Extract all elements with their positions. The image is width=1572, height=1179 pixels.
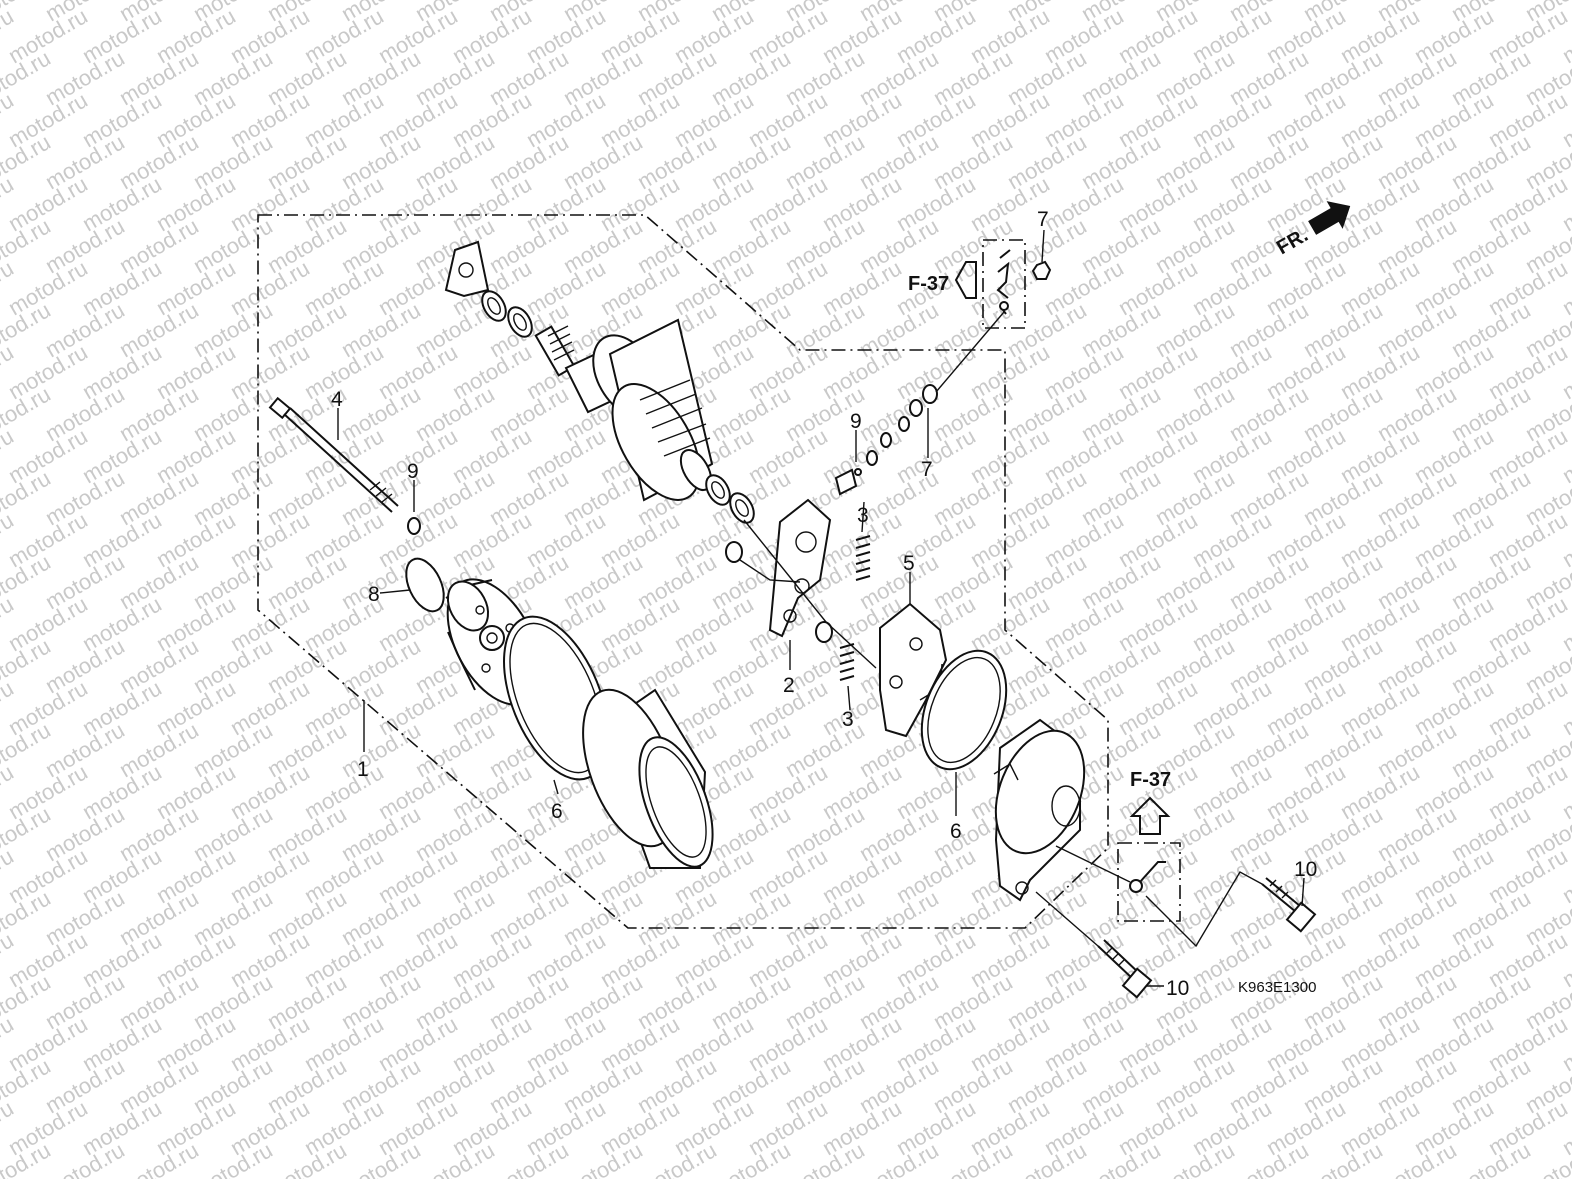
o-ring-part-6-right <box>920 649 1008 771</box>
long-bolt-part-4 <box>268 396 399 513</box>
washer-part-9-left <box>407 517 421 535</box>
callout-4: 4 <box>331 388 343 411</box>
lock-plate-and-washers <box>444 240 755 524</box>
assembly-group-outline <box>257 214 1109 929</box>
o-ring-part-8 <box>405 557 445 613</box>
bolt-part-10-right <box>1261 877 1317 933</box>
callout-10-right: 10 <box>1294 858 1317 881</box>
callout-3-upper: 3 <box>857 504 869 527</box>
nut-part-7-top <box>1031 260 1052 280</box>
brush-spring-part-3-lower <box>839 643 855 681</box>
reference-arrow-top: F-37 <box>908 261 977 299</box>
callout-leaders <box>337 229 1305 987</box>
callout-7-center: 7 <box>921 458 933 481</box>
terminal-connector <box>1055 842 1263 948</box>
brush <box>834 468 858 496</box>
brush-spring-part-3-upper <box>855 535 871 581</box>
callout-9-left: 9 <box>407 460 419 483</box>
callout-6-right: 6 <box>950 820 962 843</box>
bolt-part-10-bottom <box>1035 891 1153 999</box>
brush-terminal-part-2 <box>725 498 833 643</box>
rear-cover <box>993 718 1086 902</box>
diagram-code: K963E1300 <box>1238 979 1316 996</box>
o-ring-part-6-left <box>503 615 609 781</box>
callout-5: 5 <box>903 552 915 575</box>
front-arrow-icon <box>1308 201 1351 235</box>
assembly-axis-line <box>743 519 877 669</box>
motor-yoke-housing <box>582 688 714 869</box>
callout-9-center: 9 <box>850 410 862 433</box>
top-connector <box>935 239 1026 393</box>
washer-stack-part-7-9 <box>854 384 938 476</box>
reference-label-top: F-37 <box>908 273 949 295</box>
callout-7-top: 7 <box>1037 208 1049 231</box>
callout-3-lower: 3 <box>842 708 854 731</box>
callout-10-bottom: 10 <box>1166 977 1189 1000</box>
callout-6-left: 6 <box>551 800 563 823</box>
callout-2: 2 <box>783 674 795 697</box>
armature <box>534 318 714 502</box>
callout-8: 8 <box>368 583 380 606</box>
callout-1: 1 <box>357 758 369 781</box>
reference-arrow-bottom: F-37 <box>1129 769 1171 835</box>
reference-label-bottom: F-37 <box>1130 769 1171 791</box>
